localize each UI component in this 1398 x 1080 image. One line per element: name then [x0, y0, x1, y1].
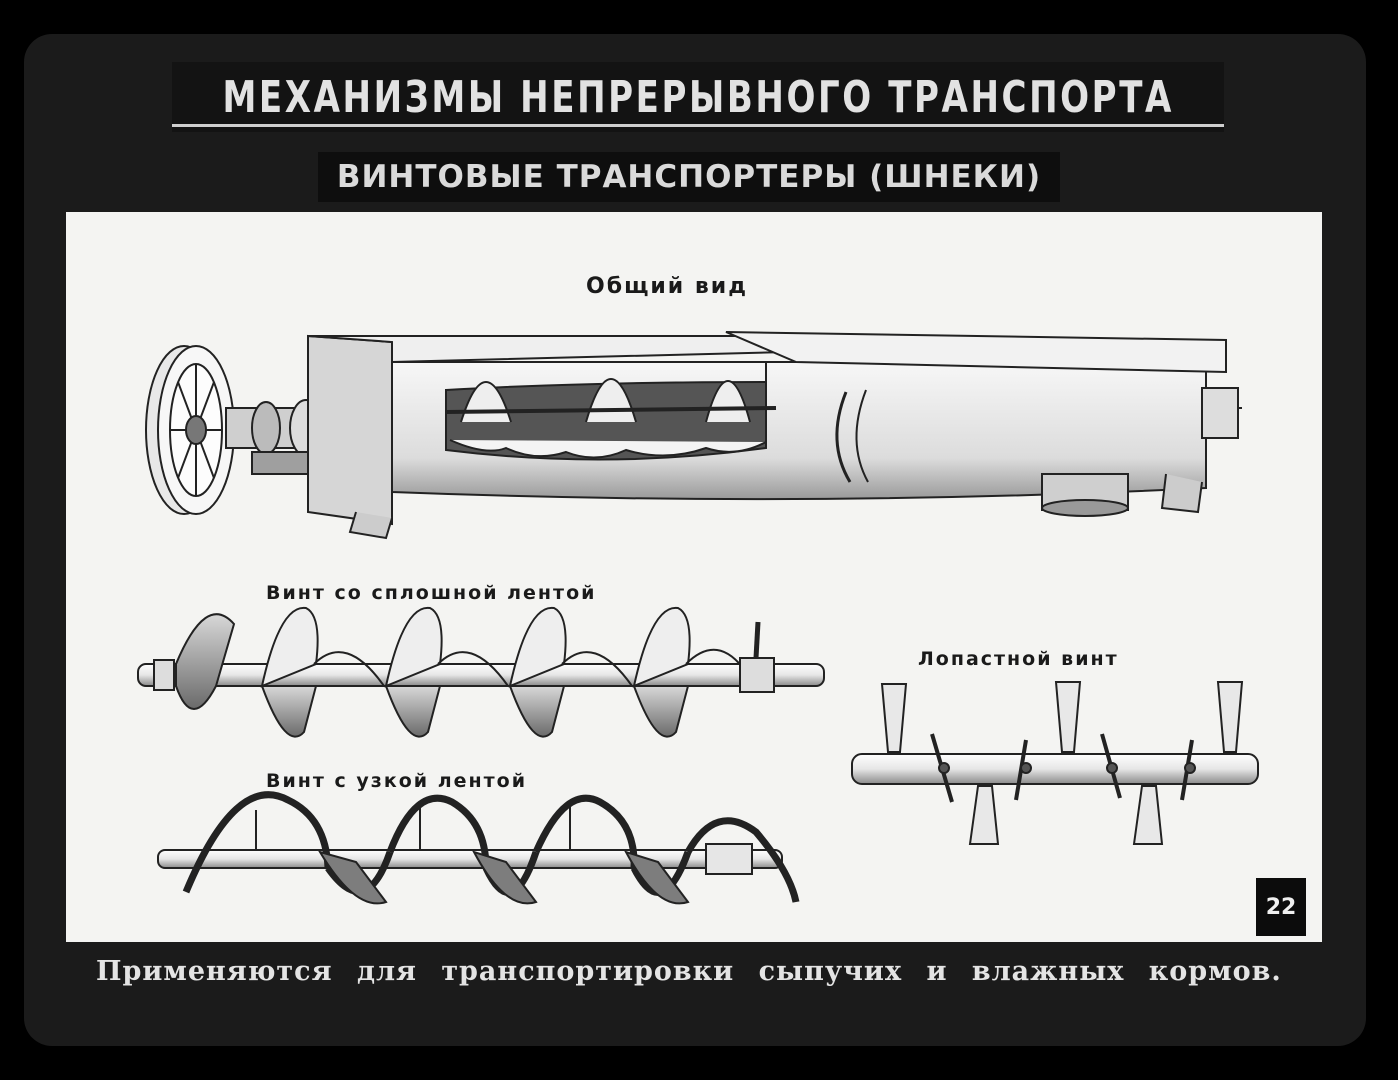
illustration-panel: Общий вид Винт со сплошной лентой Винт с…	[66, 212, 1322, 942]
narrow-ribbon-screw-drawing	[157, 791, 800, 905]
subtitle-plate: ВИНТОВЫЕ ТРАНСПОРТЕРЫ (ШНЕКИ)	[318, 152, 1060, 202]
screw-conveyor-drawing	[145, 331, 1242, 540]
slide-footnote: Применяются для транспортировки сыпучих …	[96, 956, 1282, 987]
page-number: 22	[1256, 878, 1306, 936]
slide-title: МЕХАНИЗМЫ НЕПРЕРЫВНОГО ТРАНСПОРТА	[222, 71, 1174, 123]
caption-paddle-screw: Лопастной винт	[918, 648, 1119, 670]
title-plate: МЕХАНИЗМЫ НЕПРЕРЫВНОГО ТРАНСПОРТА	[172, 62, 1224, 132]
caption-general-view: Общий вид	[586, 274, 748, 299]
illustration-drawing	[137, 331, 1259, 905]
solid-ribbon-screw-drawing	[137, 606, 825, 738]
paddle-screw-drawing	[851, 681, 1259, 845]
solid-screw-shaft	[137, 663, 825, 687]
title-underline	[172, 124, 1224, 127]
paddle-screw-shaft	[851, 753, 1259, 785]
caption-solid-screw: Винт со сплошной лентой	[266, 582, 597, 604]
narrow-screw-shaft	[157, 849, 783, 869]
slide-subtitle: ВИНТОВЫЕ ТРАНСПОРТЕРЫ (ШНЕКИ)	[336, 159, 1042, 195]
caption-narrow-screw: Винт с узкой лентой	[266, 770, 528, 792]
